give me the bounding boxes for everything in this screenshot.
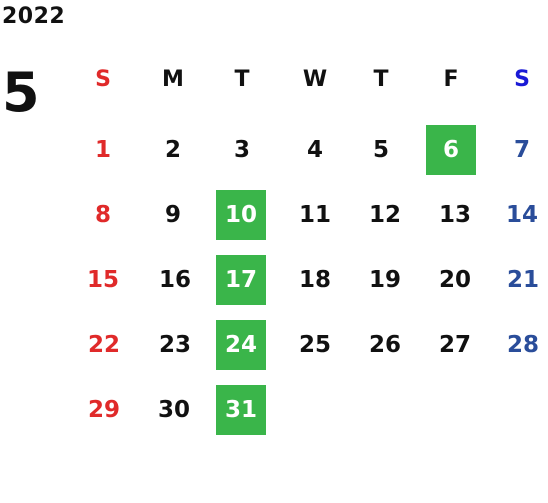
day-cell[interactable]: 7 [513,136,530,163]
day-cell[interactable]: 29 [87,396,120,423]
month-number: 5 [2,61,40,124]
day-cell-highlighted[interactable]: 24 [216,320,266,370]
weekday-header-wednesday: W [302,67,328,92]
day-cell[interactable]: 14 [505,201,538,228]
day-cell[interactable]: 3 [233,136,250,163]
day-cell[interactable]: 27 [438,331,471,358]
day-cell[interactable]: 22 [87,331,120,358]
weekday-header-saturday: S [514,67,530,92]
day-cell-highlighted[interactable]: 17 [216,255,266,305]
day-cell[interactable]: 21 [506,266,539,293]
day-cell-highlighted[interactable]: 6 [426,125,476,175]
day-cell[interactable]: 26 [368,331,401,358]
day-cell[interactable]: 23 [158,331,191,358]
day-cell[interactable]: 19 [368,266,401,293]
day-cell-highlighted[interactable]: 31 [216,385,266,435]
weekday-header-friday: F [443,67,459,92]
day-cell[interactable]: 15 [86,266,119,293]
day-cell[interactable]: 1 [94,136,111,163]
day-cell[interactable]: 18 [298,266,331,293]
weekday-header-thursday: T [373,67,389,92]
weekday-header-sunday: S [95,67,111,92]
day-cell[interactable]: 28 [506,331,539,358]
day-cell[interactable]: 30 [157,396,190,423]
day-cell[interactable]: 13 [438,201,471,228]
day-cell[interactable]: 16 [158,266,191,293]
weekday-header-tuesday: T [234,67,250,92]
day-cell-highlighted[interactable]: 10 [216,190,266,240]
day-cell[interactable]: 11 [298,201,331,228]
day-cell[interactable]: 12 [368,201,401,228]
day-cell[interactable]: 20 [438,266,471,293]
day-cell[interactable]: 9 [164,201,181,228]
weekday-header-monday: M [162,67,184,92]
day-cell[interactable]: 8 [94,201,111,228]
day-cell[interactable]: 5 [372,136,389,163]
day-cell[interactable]: 2 [164,136,181,163]
day-cell[interactable]: 25 [298,331,331,358]
year-label: 2022 [2,4,66,29]
day-cell[interactable]: 4 [306,136,323,163]
